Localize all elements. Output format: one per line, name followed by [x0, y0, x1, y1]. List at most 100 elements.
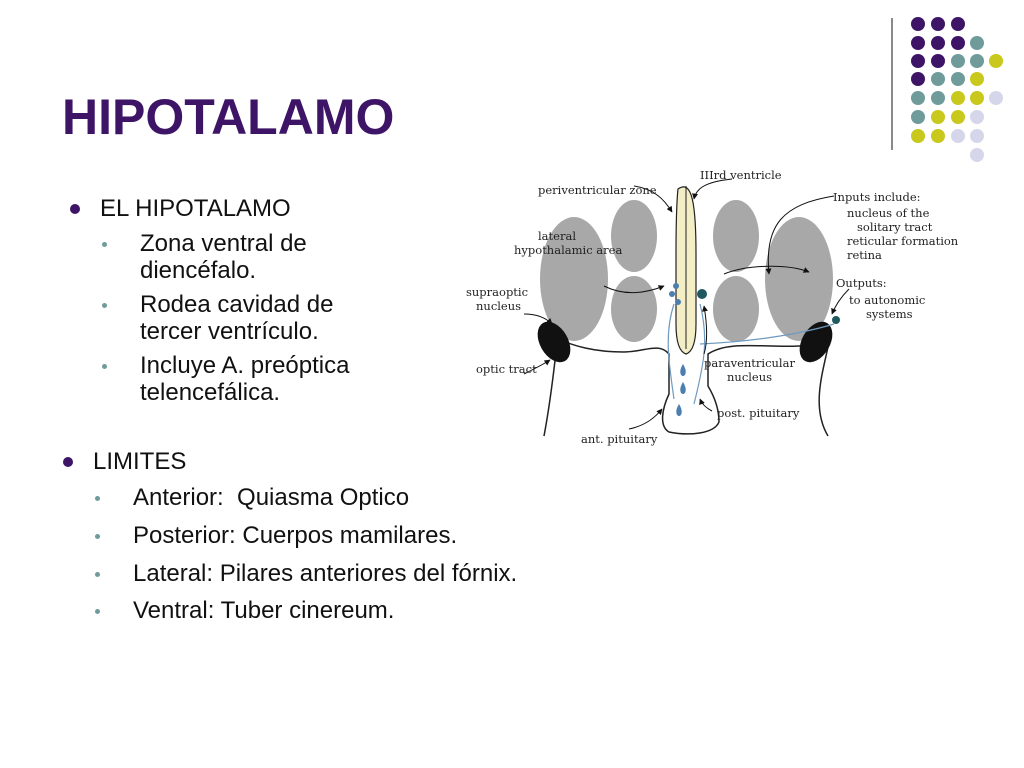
- label-outputs-3: systems: [866, 307, 913, 321]
- list-item: Posterior: Cuerpos mamilares.: [95, 522, 458, 549]
- label-inputs-2: nucleus of the: [847, 206, 930, 220]
- list-item-line: Incluye A. preóptica: [140, 352, 350, 379]
- decor-dot: [970, 91, 984, 105]
- slide-title: HIPOTALAMO: [62, 89, 395, 145]
- list-item-line: Anterior: Quiasma Optico: [133, 484, 410, 511]
- decor-dot: [970, 36, 984, 50]
- section1-heading: EL HIPOTALAMO: [70, 195, 291, 223]
- arrow: [831, 288, 850, 315]
- arrow: [765, 195, 835, 275]
- decor-dot: [989, 54, 1003, 68]
- arrow: [692, 178, 733, 200]
- arrow: [699, 398, 713, 412]
- label-outputs-2: to autonomic: [849, 293, 925, 307]
- decor-dot: [951, 54, 965, 68]
- list-item-line: Rodea cavidad de: [140, 291, 334, 318]
- arrow: [523, 359, 551, 375]
- decor-dot: [951, 17, 965, 31]
- left-optic-tract: [537, 321, 571, 363]
- list-item-line: diencéfalo.: [140, 257, 257, 284]
- decor-dot: [951, 36, 965, 50]
- supraoptic-cell: [669, 291, 675, 297]
- decor-dot: [951, 110, 965, 124]
- pituitary-drop: [676, 404, 682, 416]
- decor-dot: [970, 110, 984, 124]
- list-item-line: tercer ventrículo.: [140, 318, 319, 345]
- label-outputs-1: Outputs:: [836, 276, 887, 290]
- left-thalamus-upper: [611, 200, 657, 272]
- sub-bullet-icon: [102, 242, 107, 247]
- bullet-icon: [63, 457, 73, 467]
- decor-dot: [970, 129, 984, 143]
- right-thalamus-lower: [713, 276, 759, 342]
- label-inputs-5: retina: [847, 248, 882, 262]
- decor-dot: [970, 72, 984, 86]
- list-item-line: Lateral: Pilares anteriores del fórnix.: [133, 560, 518, 587]
- decor-dot: [931, 72, 945, 86]
- decor-dot: [911, 110, 925, 124]
- decor-dot: [911, 129, 925, 143]
- left-thalamus-lower: [611, 276, 657, 342]
- section1-heading-text: EL HIPOTALAMO: [100, 195, 291, 222]
- decor-dot: [951, 72, 965, 86]
- supraoptic-cell: [675, 299, 681, 305]
- decor-dot: [970, 148, 984, 162]
- label-lateral: lateral: [538, 229, 576, 243]
- label-lateral-area: hypothalamic area: [514, 243, 622, 257]
- output-pathway: [699, 323, 835, 345]
- arrow: [523, 313, 553, 325]
- decor-dot: [911, 17, 925, 31]
- label-supraoptic-nucleus: nucleus: [476, 299, 521, 313]
- decor-dot: [931, 129, 945, 143]
- decorative-divider: [891, 18, 893, 150]
- decor-dot: [951, 129, 965, 143]
- decor-dot: [970, 54, 984, 68]
- list-item: Anterior: Quiasma Optico: [95, 484, 410, 511]
- decor-dot: [931, 110, 945, 124]
- label-inputs-4: reticular formation: [847, 234, 959, 248]
- sub-bullet-icon: [95, 496, 100, 501]
- arrow: [723, 265, 810, 275]
- list-item-line: Posterior: Cuerpos mamilares.: [133, 522, 458, 549]
- right-optic-tract: [799, 321, 833, 363]
- list-item: Incluye A. preóptica telencefálica.: [102, 352, 350, 406]
- list-item: Lateral: Pilares anteriores del fórnix.: [95, 560, 518, 587]
- decor-dot: [951, 91, 965, 105]
- decor-dot: [931, 36, 945, 50]
- arrow: [603, 285, 665, 294]
- label-post-pituitary: post. pituitary: [717, 406, 800, 420]
- bullet-icon: [70, 204, 80, 214]
- sub-bullet-icon: [95, 534, 100, 539]
- decor-dot: [911, 36, 925, 50]
- output-nucleus: [832, 316, 840, 324]
- label-supraoptic: supraoptic: [466, 285, 528, 299]
- list-item: Rodea cavidad de tercer ventrículo.: [102, 291, 334, 345]
- label-ant-pituitary: ant. pituitary: [581, 432, 658, 446]
- decor-dot: [931, 54, 945, 68]
- label-optic-tract: optic tract: [476, 362, 537, 376]
- label-paraventricular-nucleus: nucleus: [727, 370, 772, 384]
- right-cortex-lobe: [765, 217, 833, 341]
- sub-bullet-icon: [95, 572, 100, 577]
- left-cortex-lobe: [540, 217, 608, 341]
- list-item-line: Zona ventral de: [140, 230, 307, 257]
- section2-heading-text: LIMITES: [93, 448, 187, 475]
- list-item-line: Ventral: Tuber cinereum.: [133, 597, 395, 624]
- sub-bullet-icon: [102, 303, 107, 308]
- decor-dot: [931, 17, 945, 31]
- sub-bullet-icon: [95, 609, 100, 614]
- arrow: [701, 305, 708, 355]
- pituitary-drop: [680, 382, 686, 394]
- decor-dot: [931, 91, 945, 105]
- decor-dot: [989, 91, 1003, 105]
- pituitary-drop: [680, 364, 686, 376]
- list-item: Zona ventral de diencéfalo.: [102, 230, 307, 284]
- label-iiird-ventricle: IIIrd ventricle: [700, 168, 782, 182]
- supraoptic-cell: [673, 283, 679, 289]
- list-item: Ventral: Tuber cinereum.: [95, 597, 395, 624]
- arrow: [628, 408, 663, 430]
- decor-dot: [911, 91, 925, 105]
- list-item-line: telencefálica.: [140, 379, 281, 406]
- section2-heading: LIMITES: [63, 448, 187, 476]
- decor-dot: [911, 72, 925, 86]
